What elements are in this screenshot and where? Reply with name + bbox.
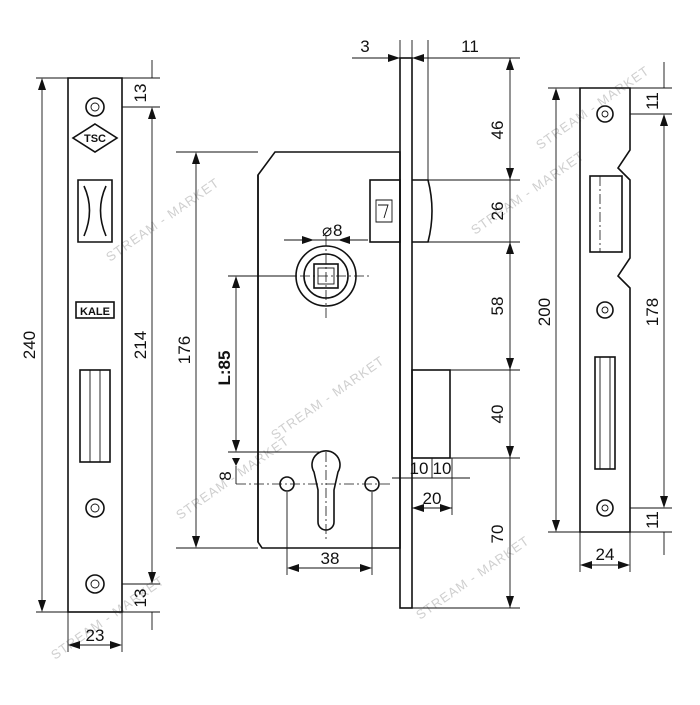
dim-spindle-square: 8: [333, 221, 342, 240]
dim-screw-offset-bottom: 13: [131, 589, 150, 608]
deadbolt: [411, 369, 451, 459]
strike-dimensions: 200 178 11 11 24: [535, 62, 672, 572]
dim-faceplate-inner: 214: [131, 331, 150, 359]
front-dimensions: 46 26 58 40 70: [412, 57, 520, 609]
bolt-slot: [79, 369, 111, 463]
strike-screw-mid: [596, 301, 614, 319]
watermark-text: STREAM - MARKET: [413, 533, 532, 623]
dim-bolt-height: 40: [488, 405, 507, 424]
dim-latch-height: 26: [488, 202, 507, 221]
dim-strike-screw-top: 11: [643, 92, 662, 110]
dim-cylinder-offset: 8: [216, 471, 235, 480]
watermark-text: STREAM - MARKET: [468, 148, 587, 238]
dim-faceplate-width: 23: [86, 626, 105, 645]
dim-screw-offset-top: 13: [131, 84, 150, 103]
dim-bolt-to-bottom: 70: [488, 525, 507, 544]
watermark-text: STREAM - MARKET: [533, 63, 652, 153]
dim-center-distance: L:85: [215, 351, 234, 386]
strike-plate-outline: [579, 87, 631, 533]
dim-strike-screw-bottom: 11: [643, 511, 662, 529]
screw-hole-top: [85, 97, 105, 117]
lock-body: [236, 57, 451, 609]
screw-hole-bottom: [85, 574, 105, 594]
screw-hole-mid: [85, 498, 105, 518]
strike-plate: [579, 87, 631, 533]
faceplate-outline: [67, 77, 123, 613]
dim-latch-to-bolt: 58: [488, 297, 507, 316]
watermark-text: STREAM - MARKET: [268, 353, 387, 443]
latch: [369, 179, 433, 243]
faceplate-dimensions: 240 214 13 13 23: [20, 60, 160, 652]
dim-latch-from-top: 46: [488, 121, 507, 140]
dim-backset-total: 20: [423, 489, 442, 508]
dim-spindle-symbol: ⌀: [322, 221, 332, 240]
dim-fixing-hole-spacing: 38: [321, 549, 340, 568]
strike-screw-top: [596, 105, 614, 123]
lock-case-outline: [257, 151, 401, 549]
bolt-slot-inner: [89, 369, 101, 463]
dim-faceplate-length: 240: [20, 331, 39, 359]
strike-latch-opening: [589, 175, 623, 253]
strike-screw-bottom: [596, 499, 614, 517]
tsc-logo: TSC: [71, 123, 119, 153]
dim-backset-a: 10: [410, 459, 429, 478]
dim-strike-inner: 178: [643, 298, 662, 326]
dim-plate-projection: 11: [461, 37, 479, 56]
dim-body-height: 176: [175, 336, 194, 364]
dim-strike-length: 200: [535, 298, 554, 326]
body-dimensions: 176 ⌀ 8 L:85 8 38 10 10 20: [175, 37, 480, 575]
latch-window: [77, 179, 113, 243]
strike-bolt-opening: [594, 356, 616, 470]
faceplate: TSC KALE: [67, 77, 123, 613]
cylinder-cutout: [311, 450, 341, 531]
front-plate: [399, 57, 413, 609]
dim-plate-thickness: 3: [360, 37, 369, 56]
watermark-text: STREAM - MARKET: [103, 175, 222, 265]
kale-logo: KALE: [75, 301, 115, 319]
dim-strike-width: 24: [596, 545, 615, 564]
dim-backset-b: 10: [433, 459, 452, 478]
kale-logo-text: KALE: [80, 306, 110, 318]
tsc-logo-text: TSC: [84, 133, 106, 145]
watermark-text: STREAM - MARKET: [48, 573, 167, 663]
